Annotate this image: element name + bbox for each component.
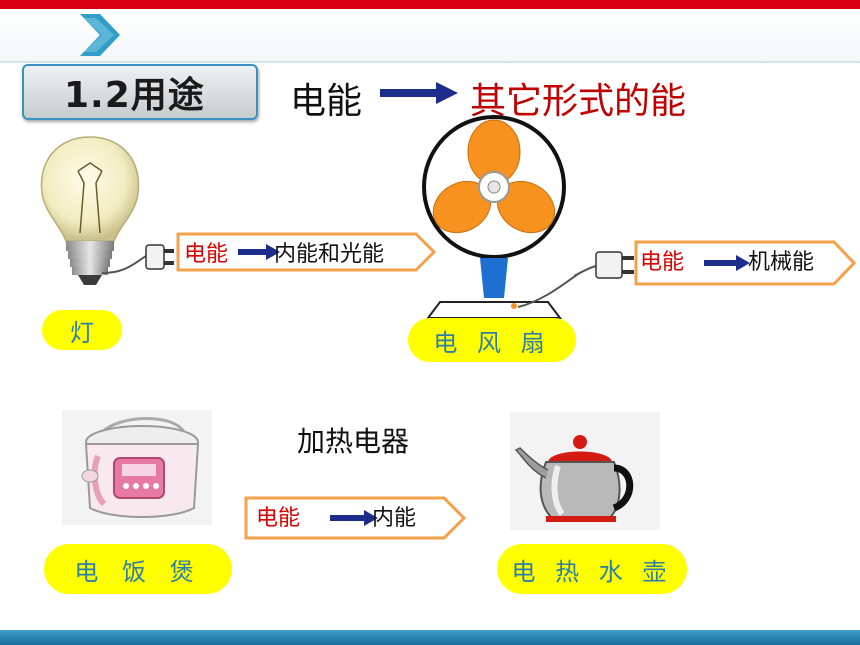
heating-appliances-title: 加热电器	[297, 425, 410, 458]
heating-conversion-from: 电能	[256, 506, 301, 531]
arrow-right-icon	[380, 82, 458, 104]
fan-conversion-to: 机械能	[748, 250, 815, 275]
section-title: 1.2用途	[64, 75, 205, 116]
electric-kettle-icon	[510, 412, 660, 530]
heating-conversion-to: 内能	[372, 506, 417, 531]
fan-conversion-label: 电能 机械能	[634, 240, 856, 286]
rice-cooker-label: 电 饭 煲	[44, 544, 232, 594]
kettle-label: 电 热 水 壶	[497, 544, 687, 594]
lamp-conversion-to: 内能和光能	[274, 242, 385, 267]
headline-target: 其它形式的能	[470, 81, 687, 122]
header-band	[0, 9, 860, 63]
lamp-label: 灯	[42, 310, 122, 350]
fan-label: 电 风 扇	[408, 318, 576, 362]
fan-conversion-from: 电能	[640, 250, 685, 275]
bottom-blue-bar	[0, 630, 860, 645]
lamp-conversion-from: 电能	[184, 242, 229, 267]
lamp-conversion-label: 电能 内能和光能	[176, 232, 436, 272]
top-red-bar	[0, 0, 860, 9]
plug-icon	[574, 251, 634, 279]
rice-cooker-icon	[62, 410, 212, 525]
electric-fan-icon	[422, 115, 579, 319]
chevron-right-icon	[80, 14, 120, 56]
headline-source: 电能	[290, 81, 363, 122]
light-bulb-icon	[40, 136, 174, 285]
heating-conversion-label: 电能 内能	[244, 496, 466, 540]
section-title-tab: 1.2用途	[22, 64, 258, 120]
